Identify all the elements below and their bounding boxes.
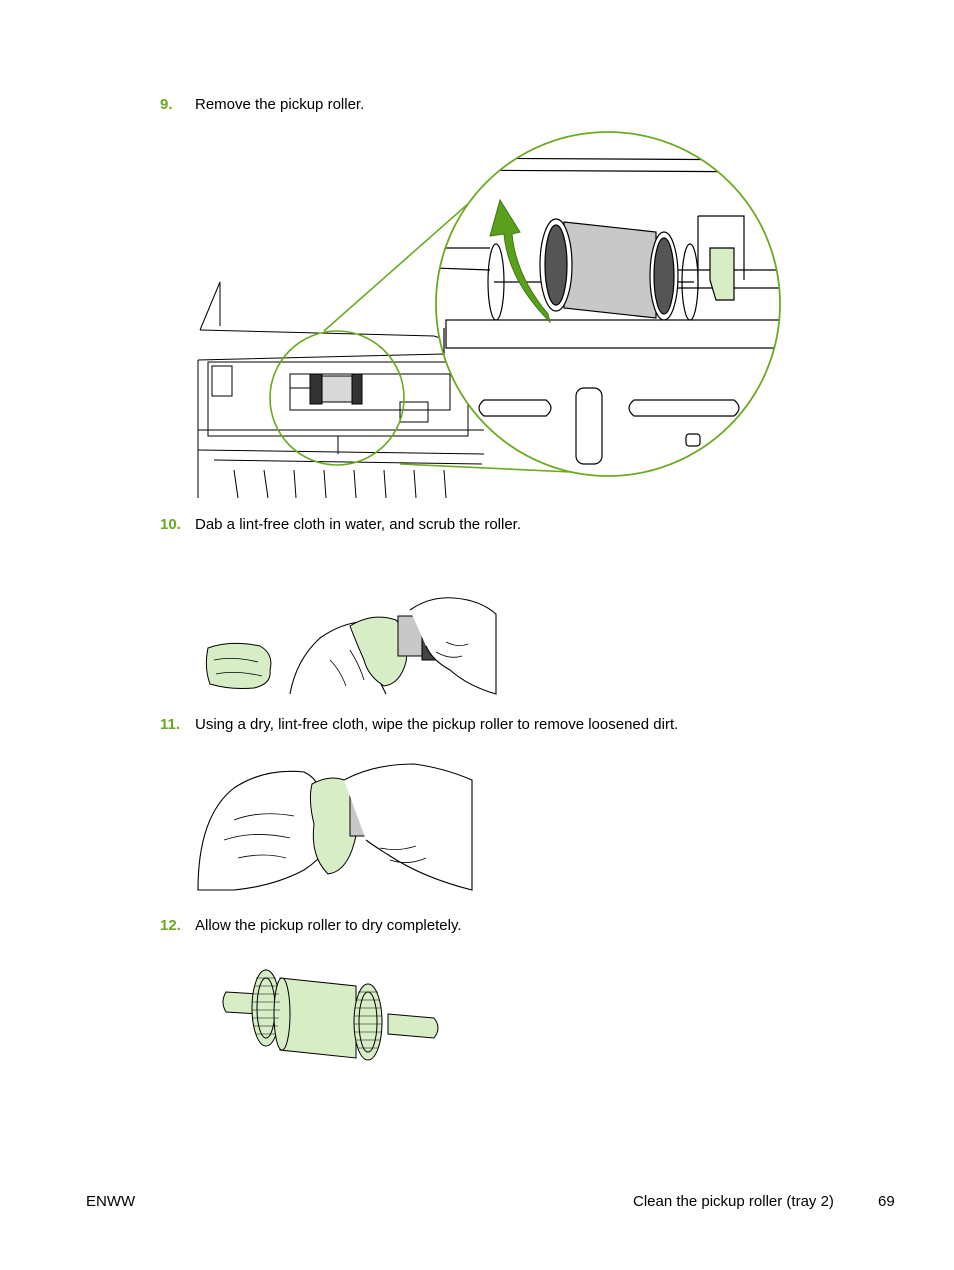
- step-number: 10.: [160, 516, 181, 533]
- step-number: 12.: [160, 917, 181, 934]
- step-number: 11.: [160, 716, 181, 733]
- step-9: 9. Remove the pickup roller.: [160, 96, 364, 114]
- dry-roller-illustration: [222, 969, 439, 1061]
- step-text: Dab a lint-free cloth in water, and scru…: [195, 516, 522, 533]
- printer-pickup-roller-illustration: [197, 131, 781, 499]
- wipe-roller-illustration: [197, 763, 473, 891]
- step-number: 9.: [160, 96, 173, 113]
- step-text: Allow the pickup roller to dry completel…: [195, 917, 462, 934]
- step-10: 10. Dab a lint-free cloth in water, and s…: [160, 516, 521, 534]
- scrub-roller-illustration: [205, 597, 497, 695]
- footer-left: ENWW: [86, 1193, 136, 1210]
- step-11: 11. Using a dry, lint-free cloth, wipe th…: [160, 716, 678, 734]
- page-number: 69: [878, 1193, 895, 1210]
- step-text: Using a dry, lint-free cloth, wipe the p…: [195, 716, 679, 733]
- step-12: 12. Allow the pickup roller to dry comple…: [160, 917, 462, 935]
- footer-section-title: Clean the pickup roller (tray 2): [633, 1193, 834, 1210]
- step-text: Remove the pickup roller.: [195, 96, 365, 113]
